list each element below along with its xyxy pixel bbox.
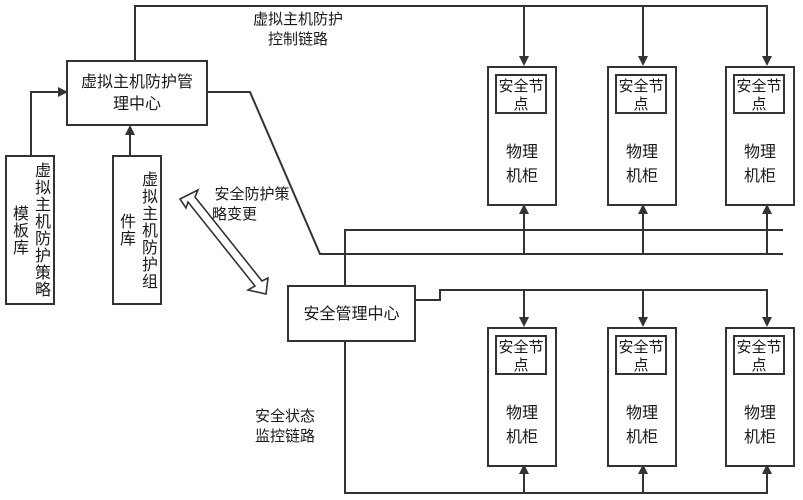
protection-management-center[interactable]: 虚拟主机防护管理中心 [66, 60, 208, 126]
cabinet-name: 物理机柜 [625, 142, 658, 185]
cabinet-name: 物理机柜 [505, 403, 538, 446]
policy-template-library[interactable]: 虚拟主机防护策略模板库 [5, 155, 55, 305]
center-to-bus [208, 91, 783, 255]
policy-change-arrow [178, 188, 269, 295]
cabinet-name: 物理机柜 [625, 403, 658, 446]
cabinet-name: 物理机柜 [743, 403, 776, 446]
cabinet-label: 物理机柜 [609, 401, 675, 449]
physical-cabinet[interactable]: 安全节点 物理机柜 [725, 327, 795, 467]
security-node[interactable]: 安全节点 [495, 335, 547, 375]
policy-change-label-line1: 安全防护策 [214, 185, 290, 203]
cabinet-label: 物理机柜 [489, 401, 555, 449]
policy-change-label-line2: 略变更 [212, 205, 258, 223]
control-link-line [134, 5, 772, 66]
monitor-link-label: 安全状态 监控链路 [240, 406, 330, 446]
policy-change-label: 安全防护策 略变更 [202, 184, 302, 224]
security-node[interactable]: 安全节点 [495, 74, 547, 114]
protection-component-library-label: 虚拟主机防护组件库 [117, 170, 158, 290]
security-node[interactable]: 安全节点 [733, 335, 785, 375]
template-to-center [30, 87, 68, 155]
control-link-label-line1: 虚拟主机防护 [252, 10, 343, 28]
security-node[interactable]: 安全节点 [615, 74, 667, 114]
security-upper-link [344, 229, 783, 285]
protection-component-library[interactable]: 虚拟主机防护组件库 [112, 155, 162, 305]
security-node[interactable]: 安全节点 [733, 74, 785, 114]
protection-management-center-label: 虚拟主机防护管理中心 [80, 72, 193, 113]
cabinet-name: 物理机柜 [743, 142, 776, 185]
physical-cabinet[interactable]: 安全节点 物理机柜 [487, 327, 557, 467]
monitor-link-label-line1: 安全状态 [254, 407, 315, 425]
physical-cabinet[interactable]: 安全节点 物理机柜 [725, 66, 795, 206]
cabinet-label: 物理机柜 [727, 140, 793, 188]
security-management-center-label: 安全管理中心 [303, 303, 400, 323]
security-node[interactable]: 安全节点 [615, 335, 667, 375]
cabinet-label: 物理机柜 [609, 140, 675, 188]
control-link-label: 虚拟主机防护 控制链路 [238, 9, 358, 49]
monitor-link-label-line2: 监控链路 [254, 427, 315, 445]
cabinet-name: 物理机柜 [505, 142, 538, 185]
cabinet-label: 物理机柜 [727, 401, 793, 449]
physical-cabinet[interactable]: 安全节点 物理机柜 [607, 66, 677, 206]
cabinet-label: 物理机柜 [489, 140, 555, 188]
security-management-center[interactable]: 安全管理中心 [287, 285, 416, 342]
physical-cabinet[interactable]: 安全节点 物理机柜 [487, 66, 557, 206]
security-to-lower-bus [416, 289, 772, 327]
physical-cabinet[interactable]: 安全节点 物理机柜 [607, 327, 677, 467]
control-link-label-line2: 控制链路 [267, 30, 328, 48]
policy-template-library-label: 虚拟主机防护策略模板库 [10, 162, 51, 298]
